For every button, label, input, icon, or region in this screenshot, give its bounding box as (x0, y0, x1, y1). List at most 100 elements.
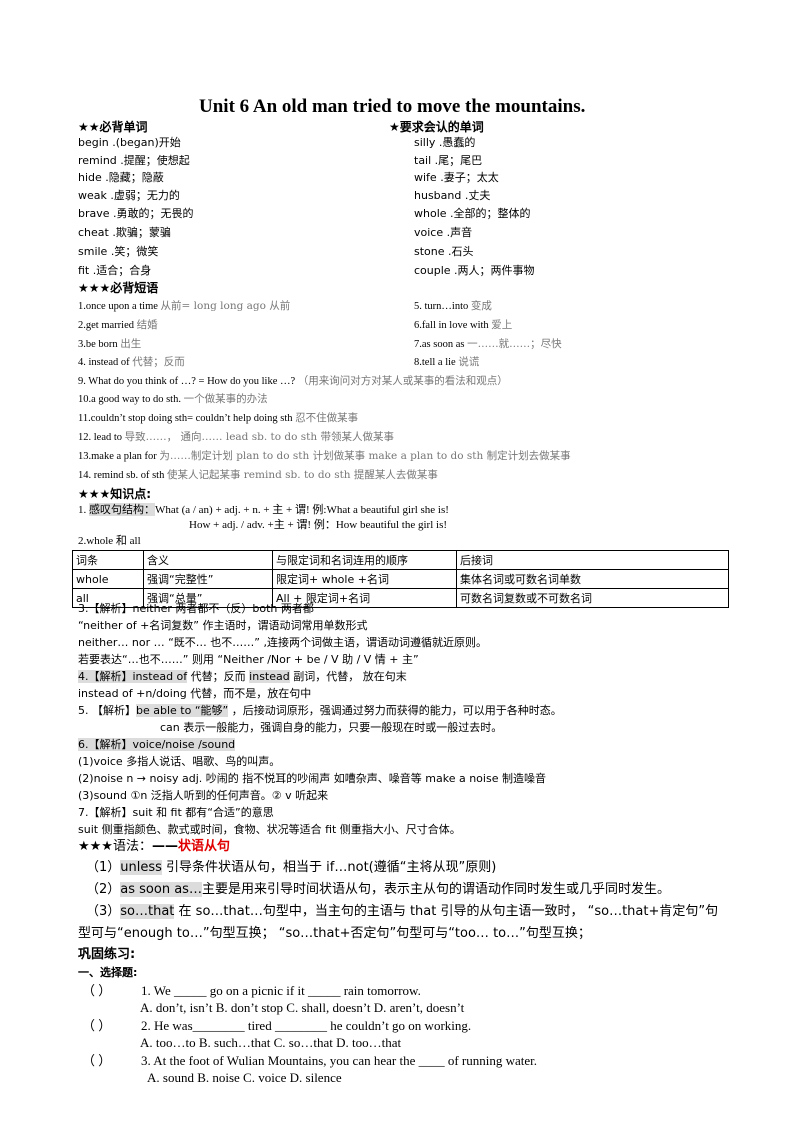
list-item: wife .妻子；太太 (414, 172, 499, 183)
grammar-rule-1: （1）unless 引导条件状语从句，相当于 if…not(遵循“主将从现”原则… (86, 860, 497, 875)
vocab-word: voice (414, 226, 444, 239)
rule-text: 在 so…that…句型中，当主句的主语与 that 引导的从句主语一致时， “… (174, 904, 719, 919)
vocab-meaning: .虚弱；无力的 (106, 189, 180, 202)
heading-stars: ★★★ (78, 839, 113, 854)
table-header: 后接词 (456, 550, 729, 570)
point-3-line: neither… nor … “既不… 也不……” ,连接两个词做主语，谓语动词… (78, 636, 487, 649)
vocab-word: couple (414, 264, 451, 277)
vocab-word: wife (414, 171, 437, 184)
phrase-item: 14. remind sb. of sth 使某人记起某事 remind sb.… (78, 470, 438, 482)
phrase-en: 14. remind sb. of sth (78, 470, 167, 481)
vocab-meaning: .适合；合身 (89, 264, 152, 277)
phrase-item: 12. lead to 导致……， 通向…… lead sb. to do st… (78, 432, 394, 444)
vocab-meaning: .勇敢的；无畏的 (109, 207, 194, 220)
highlight-text: instead (249, 670, 290, 683)
phrase-cn: 为……制定计划 plan to do sth 计划做某事 make a plan… (159, 450, 571, 462)
point-5-line-b: can 表示一般能力，强调自身的能力，只要一般现在时或一般过去时。 (160, 721, 503, 734)
list-item: voice .声音 (414, 227, 472, 238)
highlight-text: unless (120, 860, 162, 875)
phrase-cn: 代替；反而 (132, 356, 185, 368)
point-6-line: (3)sound ①n 泛指人听到的任何声音。② v 听起来 (78, 789, 329, 802)
phrase-en: 3.be born (78, 339, 121, 350)
vocab-meaning: .愚蠢的 (435, 136, 476, 149)
vocab-word: weak (78, 189, 107, 202)
vocab-meaning: .妻子；太太 (436, 171, 499, 184)
list-item: hide .隐藏；隐蔽 (78, 172, 164, 183)
phrase-en: 8.tell a lie (414, 357, 459, 368)
vocab-word: husband (414, 189, 462, 202)
vocab-meaning: .笑；微笑 (107, 245, 159, 258)
vocab-required-heading: ★★必背单词 (78, 120, 148, 134)
highlight-text: as soon as… (120, 882, 202, 897)
point-3-line: “neither of +名词复数” 作主语时，谓语动词常用单数形式 (78, 619, 368, 632)
table-cell: 强调“完整性” (143, 569, 273, 589)
highlight-text: be able to “能够” (136, 704, 229, 717)
answer-paren[interactable]: （ ） (82, 983, 112, 998)
phrases-heading: ★★★必背短语 (78, 281, 159, 295)
vocab-word: hide (78, 171, 102, 184)
phrase-item: 10.a good way to do sth. 一个做某事的办法 (78, 394, 268, 406)
rule-text: 引导条件状语从句，相当于 if…not(遵循“主将从现”原则) (161, 860, 497, 875)
phrase-en: 10.a good way to do sth. (78, 394, 184, 405)
answer-paren[interactable]: （ ） (82, 1053, 112, 1068)
table-header: 词条 (72, 550, 144, 570)
phrase-en: 7.as soon as (414, 339, 468, 350)
point-2-label: 2.whole 和 all (78, 535, 141, 547)
list-item: tail .尾；尾巴 (414, 155, 482, 166)
phrase-item: 13.make a plan for 为……制定计划 plan to do st… (78, 451, 571, 463)
vocab-word: tail (414, 154, 432, 167)
practice-section: 一、选择题: (78, 966, 138, 979)
list-item: weak .虚弱；无力的 (78, 190, 180, 201)
list-item: begin .(began)开始 (78, 137, 181, 148)
vocab-word: silly (414, 136, 436, 149)
rule-number: （2） (86, 882, 121, 897)
point-4-line-a: 4.【解析】instead of 代替；反而 instead 副词，代替， 放在… (78, 670, 407, 683)
point-1-line-b: How + adj. / adv. +主 + 谓! 例：How beautifu… (189, 519, 448, 531)
point-4-line-b: instead of +n/doing 代替，而不是，放在句中 (78, 687, 312, 700)
practice-heading: 巩固练习: (78, 947, 136, 962)
phrase-item: 9. What do you think of …? = How do you … (78, 376, 508, 388)
grammar-heading: ★★★语法：——状语从句 (78, 840, 230, 853)
point-5-line-a: 5. 【解析】be able to “能够” ，后接动词原形，强调通过努力而获得… (78, 704, 562, 717)
phrase-en: 5. turn…into (414, 301, 471, 312)
table-header-row: 词条 含义 与限定词和名词连用的顺序 后接词 (72, 550, 729, 570)
vocab-meaning: .尾；尾巴 (431, 154, 483, 167)
vocab-word: remind (78, 154, 117, 167)
list-item: whole .全部的；整体的 (414, 208, 531, 219)
phrase-item: 6.fall in love with 爱上 (414, 320, 512, 332)
grammar-rule-3-cont: 型可与“enough to…”句型互换； “so…that+否定句”句型可与“t… (78, 926, 591, 941)
point-text: ，后接动词原形，强调通过努力而获得的能力，可以用于各种时态。 (228, 704, 562, 717)
question-stem: 1. We _____ go on a picnic if it _____ r… (141, 983, 421, 998)
list-item: couple .两人；两件事物 (414, 265, 535, 276)
list-item: fit .适合；合身 (78, 265, 151, 276)
point-6-line: (2)noise n → noisy adj. 吵闹的 指不悦耳的吵闹声 如嘈杂… (78, 772, 546, 785)
point-3-line: 3.【解析】neither 两者都不（反）both 两者都 (78, 602, 314, 615)
whole-all-table: 词条 含义 与限定词和名词连用的顺序 后接词 whole 强调“完整性” 限定词… (72, 550, 729, 608)
question-stem: 2. He was________ tired ________ he coul… (141, 1018, 472, 1033)
heading-label: 语法： (112, 839, 152, 854)
answer-paren[interactable]: （ ） (82, 1018, 112, 1033)
vocab-meaning: .丈夫 (461, 189, 491, 202)
point-text: What (a / an) + adj. + n. + 主 + 谓! 例:Wha… (155, 504, 449, 516)
points-heading: ★★★知识点: (78, 487, 152, 501)
vocab-word: fit (78, 264, 90, 277)
phrase-cn: 忍不住做某事 (295, 412, 359, 424)
phrase-item: 5. turn…into 变成 (414, 301, 492, 313)
list-item: brave .勇敢的；无畏的 (78, 208, 194, 219)
list-item: silly .愚蠢的 (414, 137, 475, 148)
question-stem: 3. At the foot of Wulian Mountains, you … (141, 1053, 538, 1068)
point-number: 5. 【解析】 (78, 704, 136, 717)
highlight-text: 4.【解析】instead of (78, 670, 188, 683)
phrase-cn: 结婚 (136, 319, 158, 331)
point-number: 1. (78, 504, 89, 516)
phrase-cn: 一……就……；尽快 (467, 338, 562, 350)
phrase-cn: 一个做某事的办法 (183, 393, 268, 405)
point-text: 副词，代替， 放在句末 (289, 670, 407, 683)
phrase-en: 6.fall in love with (414, 320, 492, 331)
table-cell: All + 限定词+名词 (272, 588, 457, 608)
phrase-item: 4. instead of 代替；反而 (78, 357, 185, 369)
point-7-line: 7.【解析】suit 和 fit 都有“合适”的意思 (78, 806, 274, 819)
grammar-rule-2: （2）as soon as…主要是用来引导时间状语从句，表示主从句的谓语动作同时… (86, 882, 670, 897)
phrase-cn: 爱上 (491, 319, 513, 331)
highlight-text: so…that (120, 904, 175, 919)
